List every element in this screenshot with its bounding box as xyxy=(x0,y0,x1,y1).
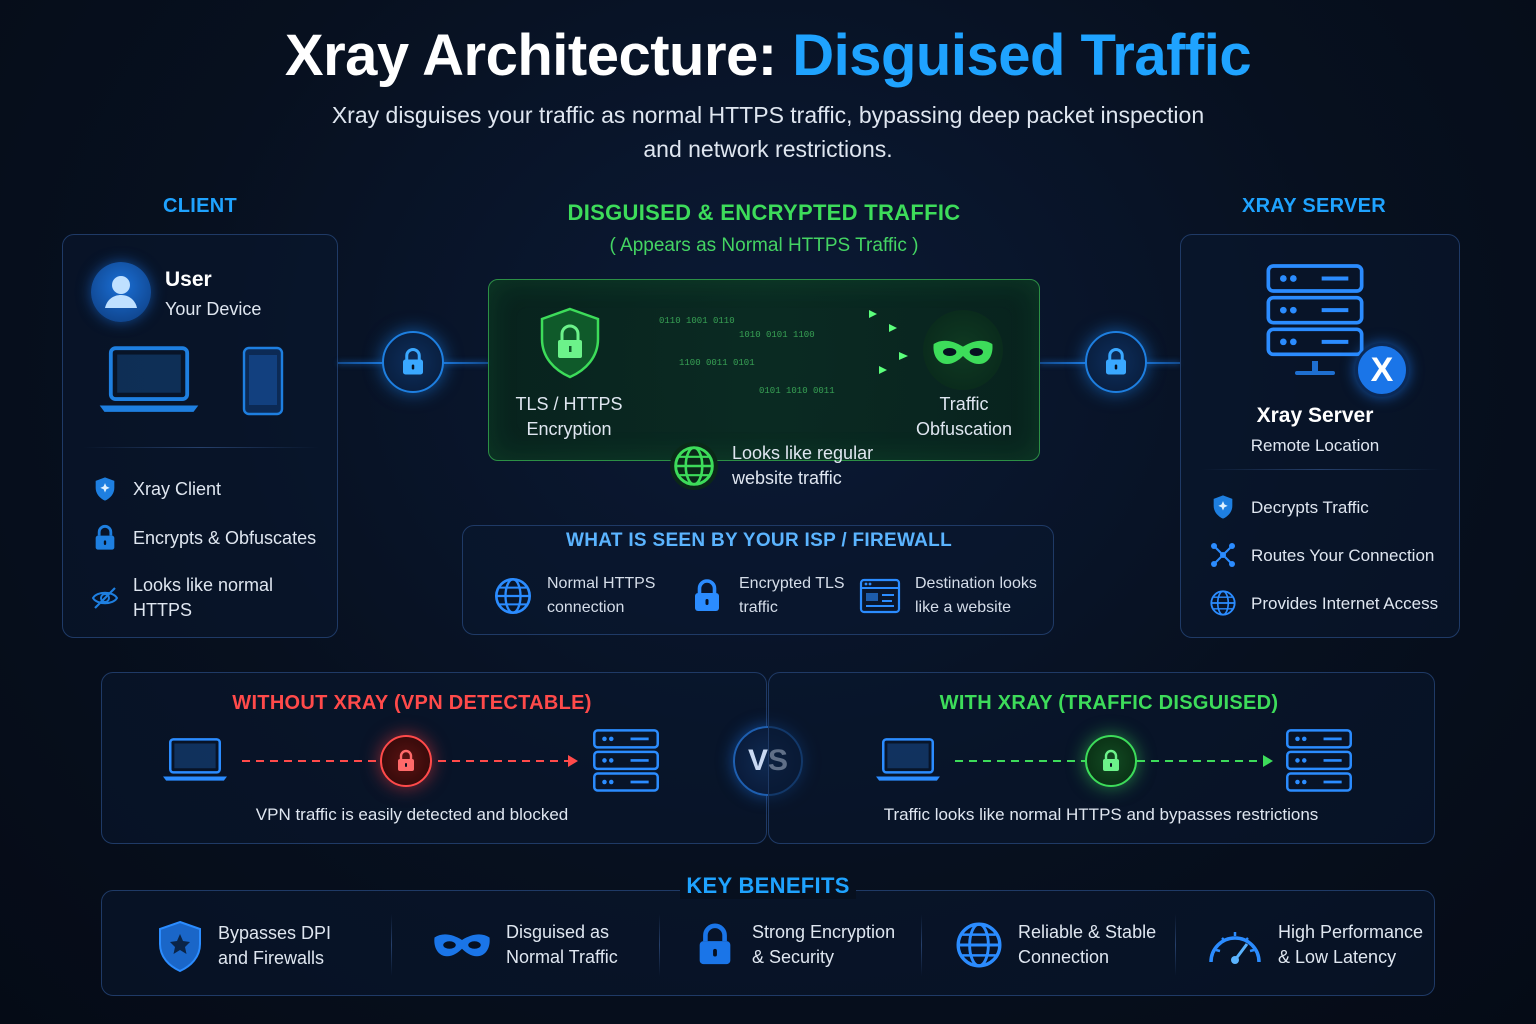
lock-icon xyxy=(398,347,428,377)
with-xray-caption: Traffic looks like normal HTTPS and bypa… xyxy=(883,805,1319,824)
xray-logo-badge: X xyxy=(1355,343,1409,397)
page-title: Xray Architecture: Disguised Traffic xyxy=(0,22,1536,89)
server-icon xyxy=(1285,727,1353,795)
laptop-icon xyxy=(95,345,203,415)
speedometer-icon xyxy=(1209,932,1261,964)
shield-lock-icon xyxy=(540,307,600,379)
shield-icon xyxy=(1209,493,1237,521)
lock-icon xyxy=(91,524,119,552)
with-xray-panel: WITH XRAY (TRAFFIC DISGUISED) Traffic lo… xyxy=(768,672,1435,844)
lock-icon xyxy=(1099,749,1123,773)
subtitle-line-2: and network restrictions. xyxy=(643,136,893,162)
client-item-encrypts: Encrypts & Obfuscates xyxy=(91,524,337,552)
tls-encryption-text: TLS / HTTPS Encryption xyxy=(515,394,623,439)
benefit-divider xyxy=(1175,914,1176,976)
laptop-icon xyxy=(162,737,228,783)
title-accent: Disguised Traffic xyxy=(792,23,1252,88)
server-icon xyxy=(592,727,660,795)
phone-icon xyxy=(242,346,284,416)
shield-star-icon xyxy=(159,920,201,972)
client-item-looks-https: Looks like normal HTTPS xyxy=(91,573,337,623)
without-xray-panel: WITHOUT XRAY (VPN DETECTABLE) VPN traffi… xyxy=(101,672,767,844)
mask-icon xyxy=(931,336,995,368)
user-subtitle: Your Device xyxy=(165,299,262,319)
server-panel: X Xray Server Remote Location Decrypts T… xyxy=(1180,234,1460,638)
browser-window-icon xyxy=(859,578,901,614)
server-label: XRAY SERVER xyxy=(1241,195,1387,217)
svg-text:1100 0011 0101: 1100 0011 0101 xyxy=(679,358,755,368)
server-subtitle: Remote Location xyxy=(1250,436,1380,455)
benefit-divider xyxy=(391,914,392,976)
eye-off-icon xyxy=(91,587,119,609)
svg-text:1010 0101 1100: 1010 0101 1100 xyxy=(739,330,815,340)
server-lock-node xyxy=(1085,331,1147,393)
server-divider xyxy=(1201,469,1441,470)
with-xray-label: WITH XRAY (TRAFFIC DISGUISED) xyxy=(939,692,1279,714)
globe-icon xyxy=(493,576,533,616)
green-lock-node xyxy=(1085,735,1137,787)
server-title: Xray Server xyxy=(1256,404,1374,427)
globe-icon xyxy=(1209,589,1237,617)
client-divider xyxy=(83,447,319,448)
traffic-stream-graphic: 0110 1001 0110 1010 0101 1100 1100 0011 … xyxy=(619,310,908,399)
tunnel-sublabel: ( Appears as Normal HTTPS Traffic ) xyxy=(609,235,919,256)
client-label: CLIENT xyxy=(162,195,238,217)
globe-icon xyxy=(954,920,1004,970)
server-item-decrypts: Decrypts Traffic xyxy=(1209,493,1438,521)
mask-icon xyxy=(432,930,492,960)
benefit-encryption: Strong Encryption& Security xyxy=(692,920,895,970)
lock-icon xyxy=(692,920,738,970)
user-avatar-icon xyxy=(91,262,151,322)
svg-text:0101 1010 0011: 0101 1010 0011 xyxy=(759,386,835,396)
server-item-routes: Routes Your Connection xyxy=(1209,541,1438,569)
benefit-divider xyxy=(659,914,660,976)
client-item-label: Encrypts & Obfuscates xyxy=(133,527,317,548)
globe-icon xyxy=(672,444,716,488)
looks-like-website-note: Looks like regular website traffic xyxy=(670,441,873,491)
benefits-label: KEY BENEFITS xyxy=(680,873,856,899)
page-subtitle: Xray disguises your traffic as normal HT… xyxy=(268,98,1268,166)
without-xray-label: WITHOUT XRAY (VPN DETECTABLE) xyxy=(232,692,592,714)
lock-icon xyxy=(689,576,725,616)
client-item-xray-client: Xray Client xyxy=(91,475,337,503)
isp-panel: WHAT IS SEEN BY YOUR ISP / FIREWALL Norm… xyxy=(462,525,1054,635)
lock-icon xyxy=(394,749,418,773)
client-lock-node xyxy=(382,331,444,393)
client-panel: User Your Device Xray Client Encrypts & … xyxy=(62,234,338,638)
client-item-label: Xray Client xyxy=(133,478,222,499)
svg-text:0110 1001 0110: 0110 1001 0110 xyxy=(659,316,735,326)
benefit-divider xyxy=(921,914,922,976)
title-main: Xray Architecture: xyxy=(284,23,777,88)
traffic-obfuscation-text: Traffic Obfuscation xyxy=(915,394,1013,439)
tunnel-panel: TLS / HTTPS Encryption 0110 1001 0110 10… xyxy=(488,279,1040,461)
isp-label: WHAT IS SEEN BY YOUR ISP / FIREWALL xyxy=(566,530,952,551)
benefits-panel xyxy=(101,890,1435,996)
tunnel-label: DISGUISED & ENCRYPTED TRAFFIC xyxy=(567,200,961,225)
server-item-internet: Provides Internet Access xyxy=(1209,589,1438,617)
network-nodes-icon xyxy=(1211,543,1235,567)
lock-icon xyxy=(1101,347,1131,377)
client-item-label: Looks like normal HTTPS xyxy=(132,575,274,620)
detected-traffic-line xyxy=(242,755,578,767)
laptop-icon xyxy=(875,737,941,783)
subtitle-line-1: Xray disguises your traffic as normal HT… xyxy=(331,102,1205,128)
mask-icon-bg xyxy=(923,310,1003,390)
shield-icon xyxy=(91,475,119,503)
without-xray-caption: VPN traffic is easily detected and block… xyxy=(255,805,569,824)
server-rack-icon xyxy=(1265,261,1365,381)
benefit-performance: High Performance& Low Latency xyxy=(1206,920,1423,970)
user-title: User xyxy=(165,268,212,291)
red-lock-node xyxy=(380,735,432,787)
